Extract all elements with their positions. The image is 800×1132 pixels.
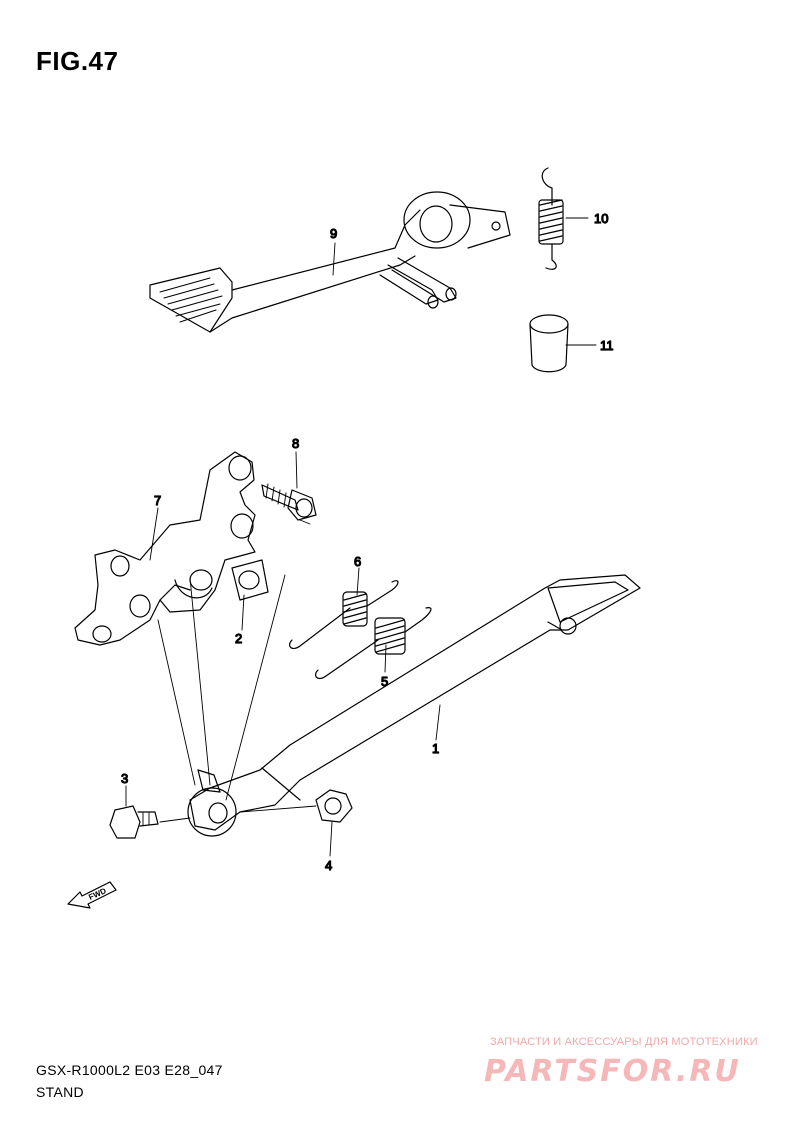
part-6-spring[interactable] — [288, 580, 399, 650]
callout-2: 2 — [235, 631, 242, 646]
callout-5: 5 — [381, 674, 388, 689]
callout-7: 7 — [154, 493, 161, 508]
part-5-spring[interactable] — [314, 607, 432, 680]
callout-10: 10 — [594, 211, 608, 226]
callout-9: 9 — [330, 226, 337, 241]
callout-3: 3 — [121, 771, 128, 786]
part-2-washer[interactable] — [189, 559, 269, 601]
part-4-nut[interactable] — [315, 789, 353, 823]
callout-leader-lines — [125, 217, 597, 857]
callout-6: 6 — [354, 554, 361, 569]
watermark-logo: PARTSFOR.RU — [484, 1054, 741, 1089]
part-9-pedal[interactable] — [149, 191, 511, 333]
part-11-collar[interactable] — [529, 314, 569, 373]
fwd-arrow-icon: FWD — [67, 881, 117, 909]
part-7-bracket[interactable] — [74, 451, 256, 646]
part-10-spring[interactable] — [538, 167, 564, 270]
watermark-caption: ЗАПЧАСТИ И АКСЕССУАРЫ ДЛЯ МОТОТЕХНИКИ — [490, 1036, 758, 1048]
model-code: GSX-R1000L2 E03 E28_047 — [36, 1062, 223, 1078]
callout-1: 1 — [432, 741, 439, 756]
figure-title: FIG.47 — [36, 46, 119, 76]
callout-4: 4 — [325, 858, 332, 873]
assembly-guide-lines — [157, 519, 317, 823]
section-name: STAND — [36, 1084, 84, 1100]
part-1-side-stand[interactable] — [187, 574, 641, 837]
part-3-bolt[interactable] — [109, 805, 159, 839]
callout-11: 11 — [600, 338, 614, 353]
callout-8: 8 — [292, 436, 299, 451]
part-8-bolt[interactable] — [261, 483, 317, 521]
